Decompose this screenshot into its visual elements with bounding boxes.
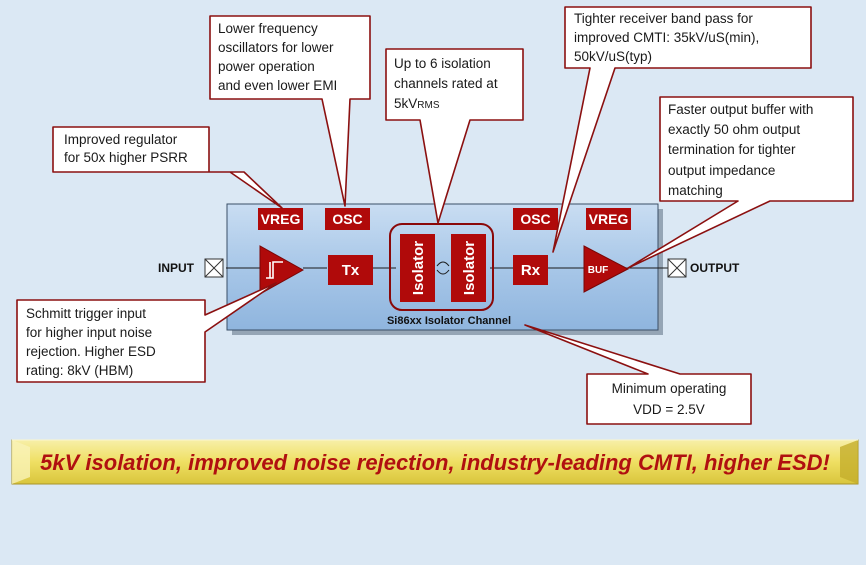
banner-text: 5kV isolation, improved noise rejection,… <box>40 450 830 475</box>
osc-right-block <box>513 208 558 230</box>
osc-left-block <box>325 208 370 230</box>
vreg-right-block <box>586 208 631 230</box>
tx-label: Tx <box>342 262 360 279</box>
schmitt-trigger-symbol <box>259 245 305 295</box>
callout-text-line: termination for tighter <box>668 142 796 157</box>
isolator-group-outline <box>389 223 494 311</box>
callout-text-line: Up to 6 isolation <box>394 56 491 71</box>
channels-rating-sub: RMS <box>417 100 440 111</box>
output-label: OUTPUT <box>690 261 740 275</box>
callout-oscillator: Lower frequency oscillators for lower po… <box>209 15 371 207</box>
callout-text-line: channels rated at <box>394 76 498 91</box>
callout-schmitt: Schmitt trigger input for higher input n… <box>16 282 277 383</box>
callout-regulator: Improved regulator for 50x higher PSRR <box>52 126 283 209</box>
callout-output-buffer: Faster output buffer with exactly 50 ohm… <box>627 96 854 269</box>
callout-text-line: improved CMTI: 35kV/uS(min), <box>574 30 759 45</box>
callout-text-line: 50kV/uS(typ) <box>574 49 652 64</box>
output-pin <box>667 258 687 278</box>
osc-left-label: OSC <box>332 211 362 227</box>
callout-channels: Up to 6 isolation channels rated at 5kVR… <box>385 48 524 224</box>
osc-right-label: OSC <box>520 211 550 227</box>
channels-rating-value: 5kV <box>394 96 417 111</box>
callout-text-line: rejection. Higher ESD <box>26 344 156 359</box>
callout-text-line: rating: 8kV (HBM) <box>26 363 133 378</box>
isolator-1-block <box>400 234 435 302</box>
callout-text-line: Tighter receiver band pass for <box>574 11 753 26</box>
callout-text-line: output impedance <box>668 163 775 178</box>
callout-text-line: Minimum operating <box>612 381 727 396</box>
tx-block <box>328 255 373 285</box>
input-label: INPUT <box>158 261 195 275</box>
isolator-2-block <box>451 234 486 302</box>
isolator-2-label: Isolator <box>461 241 478 295</box>
callout-receiver: Tighter receiver band pass for improved … <box>552 6 812 253</box>
rx-label: Rx <box>521 262 541 279</box>
channel-label: Si86xx Isolator Channel <box>387 315 511 327</box>
rx-block <box>513 255 548 285</box>
coupling-arc-icon <box>436 269 450 275</box>
coupling-arc-icon <box>436 261 450 267</box>
isolator-1-label: Isolator <box>410 241 427 295</box>
callout-text-line: for 50x higher PSRR <box>64 150 188 165</box>
callout-text-line: matching <box>668 183 723 198</box>
summary-banner: 5kV isolation, improved noise rejection,… <box>11 439 859 485</box>
callout-text-line: exactly 50 ohm output <box>668 122 800 137</box>
callout-text-line: and even lower EMI <box>218 78 337 93</box>
callout-text-line: power operation <box>218 59 315 74</box>
callout-text-line: Lower frequency <box>218 21 318 36</box>
callout-text-line: Faster output buffer with <box>668 102 813 117</box>
callout-text-line: Improved regulator <box>64 132 178 147</box>
callout-text-line: VDD = 2.5V <box>633 402 705 417</box>
vreg-left-block <box>258 208 303 230</box>
callout-text-line: oscillators for lower <box>218 40 334 55</box>
buf-label: BUF <box>588 265 609 276</box>
vreg-left-label: VREG <box>261 211 301 227</box>
input-pin <box>204 258 224 278</box>
callout-vdd: Minimum operating VDD = 2.5V <box>524 324 752 425</box>
callout-text-line: Schmitt trigger input <box>26 306 146 321</box>
output-buffer-symbol <box>583 245 630 293</box>
callout-text-line: for higher input noise <box>26 325 152 340</box>
callout-text-line: 5kVRMS <box>394 96 440 111</box>
vreg-right-label: VREG <box>589 211 629 227</box>
